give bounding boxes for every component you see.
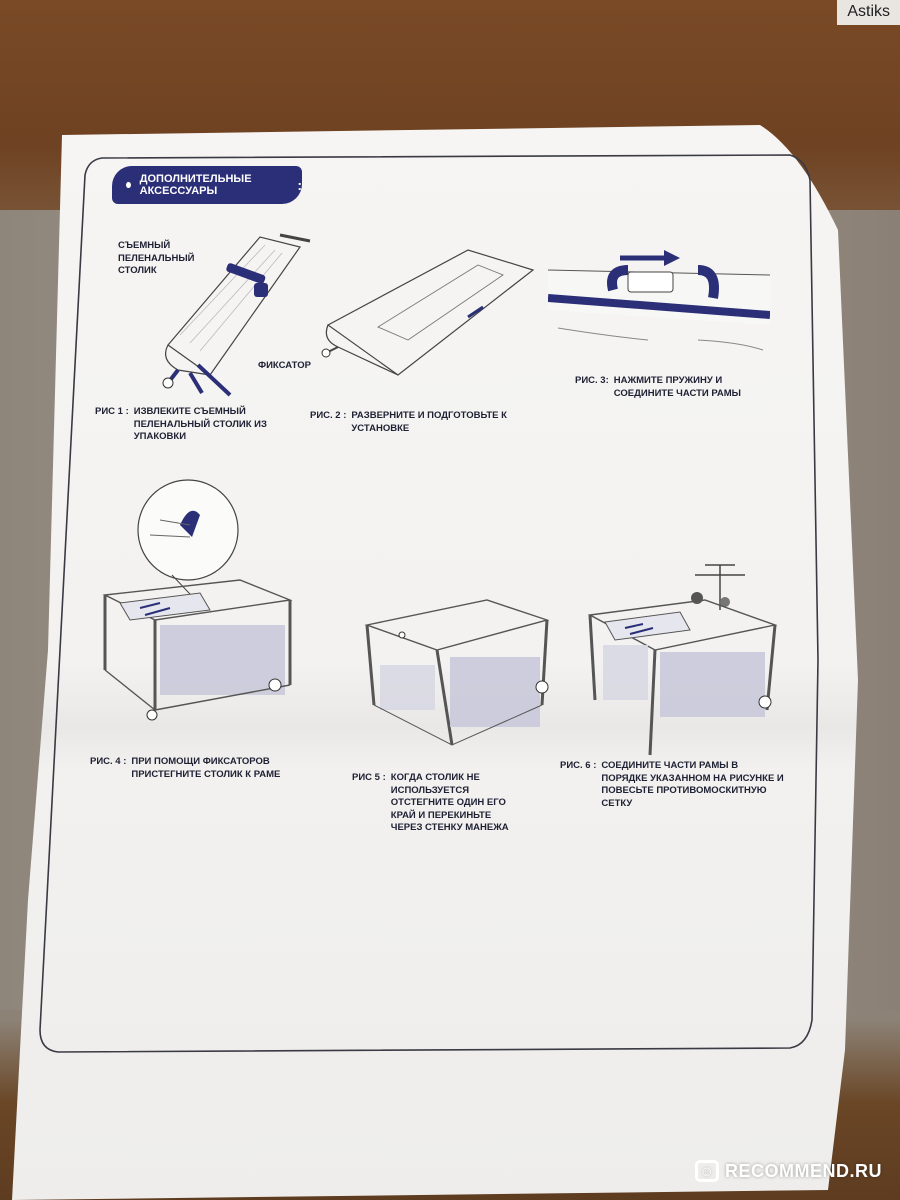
step-line: ПЕЛЕНАЛЬНЫЙ СТОЛИК ИЗ [133,418,267,430]
step-number: РИС. 6 : [560,760,597,771]
label-line: СТОЛИК [118,265,157,276]
step-line: ИЗВЛЕКИТЕ СЪЕМНЫЙ [133,406,246,417]
step-line: ПОВЕСЬТЕ ПРОТИВОМОСКИТНУЮ [601,785,767,796]
step-5-caption: РИС 5 : КОГДА СТОЛИК НЕ ИСПОЛЬЗУЕТСЯ ОТС… [352,772,509,835]
step-line: УСТАНОВКЕ [351,422,410,434]
label-line: СЪЕМНЫЙ [118,240,171,251]
step-6-caption: РИС. 6 : СОЕДИНИТЕ ЧАСТИ РАМЫ В ПОРЯДКЕ … [560,760,784,810]
figure-2-illustration [321,249,535,376]
author-tag: Astiks [837,0,900,25]
figure-1-illustration [162,233,311,397]
step-3-caption: РИС. 3: НАЖМИТЕ ПРУЖИНУ И СОЕДИНИТЕ ЧАСТ… [575,375,741,400]
step-number: РИС. 2 : [310,410,347,421]
step-number: РИС. 3: [575,375,609,386]
figure-4-illustration [102,479,293,721]
label-line: ПЕЛЕНАЛЬНЫЙ [118,252,195,264]
step-line: СОЕДИНИТЕ ЧАСТИ РАМЫ В [601,760,739,771]
step-number: РИС 5 : [352,772,386,783]
step-number: РИС. 4 : [90,756,127,767]
step-1-caption: РИС 1 : ИЗВЛЕКИТЕ СЪЕМНЫЙ ПЕЛЕНАЛЬНЫЙ СТ… [95,406,267,444]
figure-5-illustration [364,599,550,746]
section-colon: : [297,177,302,193]
recommend-logo-icon: ☺ [695,1160,719,1182]
step-line: НАЖМИТЕ ПРУЖИНУ И [613,375,723,386]
step-line: РАЗВЕРНИТЕ И ПОДГОТОВЬТЕ К [351,410,507,421]
step-line: ЧЕРЕЗ СТЕНКУ МАНЕЖА [390,822,509,833]
latch-label: ФИКСАТОР [258,360,311,371]
step-line: ПОРЯДКЕ УКАЗАННОМ НА РИСУНКЕ И [601,772,784,784]
bullet-icon [126,182,131,188]
step-number: РИС 1 : [95,406,129,417]
step-line: ПРИСТЕГНИТЕ СТОЛИК К РАМЕ [131,768,281,780]
step-4-caption: РИС. 4 : ПРИ ПОМОЩИ ФИКСАТОРОВ ПРИСТЕГНИ… [90,756,280,781]
step-line: СОЕДИНИТЕ ЧАСТИ РАМЫ [613,387,741,399]
step-line: СЕТКУ [601,797,633,809]
removable-table-label: СЪЕМНЫЙ ПЕЛЕНАЛЬНЫЙ СТОЛИК [118,240,195,278]
section-header: ДОПОЛНИТЕЛЬНЫЕ АКСЕССУАРЫ : [112,166,302,204]
section-title: ДОПОЛНИТЕЛЬНЫЕ АКСЕССУАРЫ [139,173,252,197]
step-2-caption: РИС. 2 : РАЗВЕРНИТЕ И ПОДГОТОВЬТЕ К УСТА… [310,410,507,435]
site-watermark: ☺ RECOMMEND.RU [695,1160,882,1182]
step-line: ИСПОЛЬЗУЕТСЯ [390,784,470,796]
step-line: КОГДА СТОЛИК НЕ [390,772,480,783]
step-line: ОТСТЕГНИТЕ ОДИН ЕГО [390,797,506,808]
watermark-text: RECOMMEND.RU [725,1160,882,1181]
step-line: УПАКОВКИ [133,431,187,442]
step-line: ПРИ ПОМОЩИ ФИКСАТОРОВ [131,756,270,767]
step-line: КРАЙ И ПЕРЕКИНЬТЕ [390,809,492,821]
figure-3-illustration [548,250,770,351]
figure-6-illustration [587,564,778,756]
